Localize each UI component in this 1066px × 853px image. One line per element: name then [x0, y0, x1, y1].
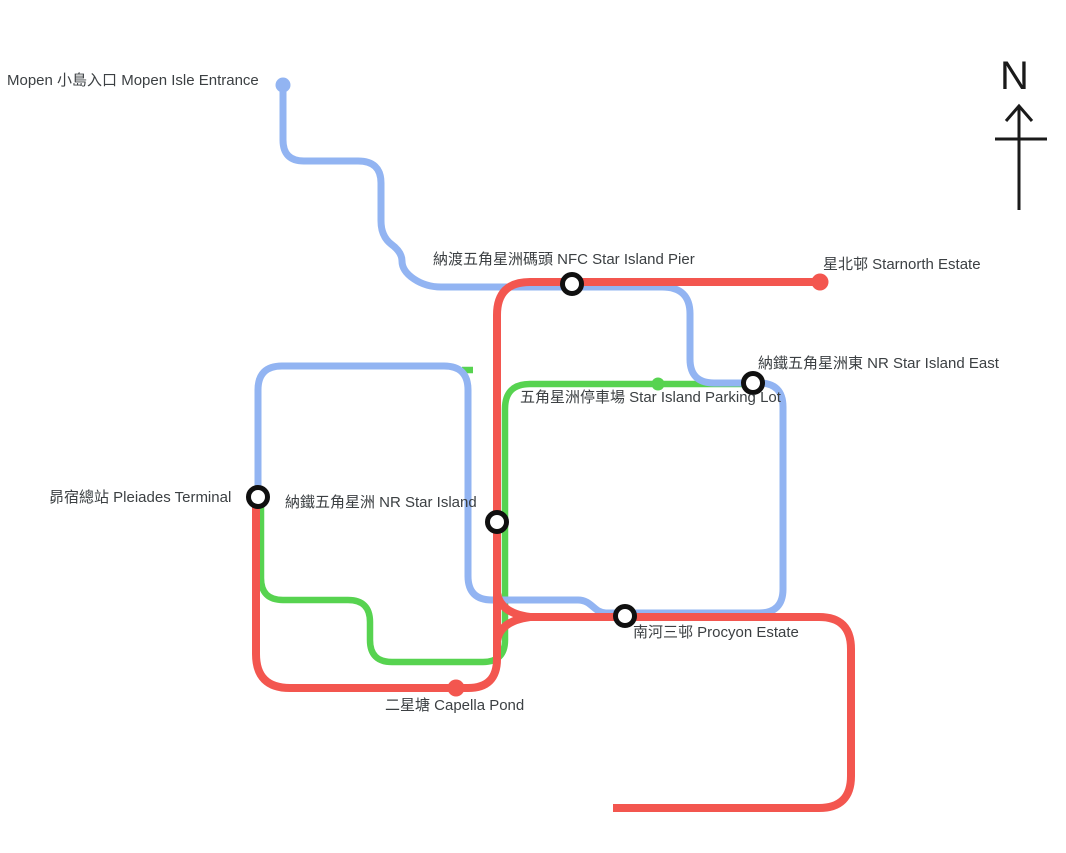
station-marker-nr-star-island[interactable]: [485, 510, 509, 534]
station-label-nr-star-island: 納鐵五角星洲 NR Star Island: [285, 494, 477, 511]
station-marker-nfc-star-island-pier[interactable]: [560, 272, 584, 296]
station-marker-starnorth-estate[interactable]: [811, 273, 829, 291]
red-wye-south-connector: [493, 613, 534, 645]
north-arrow-icon: [995, 103, 1047, 210]
station-label-pleiades-terminal: 昴宿總站 Pleiades Terminal: [49, 489, 232, 506]
red-line-east-branch-path: [524, 613, 855, 812]
station-label-procyon-estate: 南河三邨 Procyon Estate: [633, 624, 799, 641]
station-marker-procyon-estate[interactable]: [613, 604, 637, 628]
station-label-capella-pond: 二星塘 Capella Pond: [385, 697, 525, 714]
station-label-nfc-star-island-pier: 納渡五角星洲碼頭 NFC Star Island Pier: [433, 251, 695, 268]
station-marker-pleiades-terminal[interactable]: [246, 485, 270, 509]
station-label-mopen-isle-entrance: Mopen 小島入口 Mopen Isle Entrance: [7, 72, 259, 89]
compass-n-label: N: [1000, 54, 1029, 98]
blue-line-path: [254, 82, 787, 617]
station-marker-capella-pond[interactable]: [447, 679, 465, 697]
station-label-star-island-parking-lot: 五角星洲停車場 Star Island Parking Lot: [520, 389, 781, 406]
green-line-path: [257, 380, 752, 666]
station-marker-mopen-isle-entrance[interactable]: [275, 77, 291, 93]
station-marker-nr-star-island-east[interactable]: [741, 371, 765, 395]
station-label-nr-star-island-east: 納鐵五角星洲東 NR Star Island East: [758, 355, 999, 372]
red-line-trunk-path: [252, 278, 824, 692]
station-label-starnorth-estate: 星北邨 Starnorth Estate: [823, 256, 981, 273]
station-marker-star-island-parking-lot[interactable]: [651, 377, 665, 391]
